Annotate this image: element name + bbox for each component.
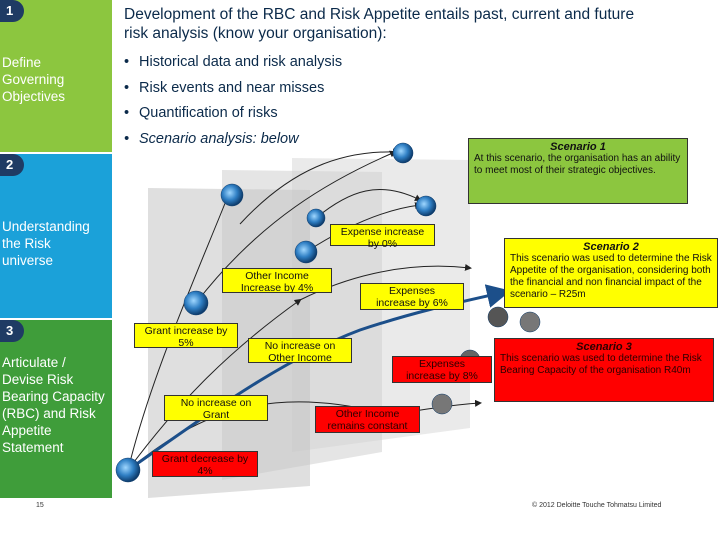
title-line-1: Development of the RBC and Risk Appetite… <box>124 6 635 23</box>
label-line: Expenses <box>388 285 436 297</box>
bullet-item: Risk events and near misses <box>124 76 342 102</box>
step-3-badge: 3 <box>0 320 24 342</box>
label-line: increase by 8% <box>406 370 478 382</box>
label-other-income-increase-4: Other Income Increase by 4% <box>222 268 332 294</box>
globe-icons <box>115 142 541 483</box>
label-grant-increase-5: Grant increase by 5% <box>134 323 238 349</box>
label-no-increase-grant: No increase on Grant <box>164 395 268 421</box>
globe-icon <box>392 142 414 164</box>
section-2-text: Understanding the Risk universe <box>2 218 90 269</box>
label-line: Grant <box>202 409 230 421</box>
step-2-badge: 2 <box>0 154 24 176</box>
label-line: No increase on <box>264 340 336 352</box>
scenario-3-box: Scenario 3 This scenario was used to det… <box>494 338 714 402</box>
label-line: Grant decrease by <box>161 453 249 465</box>
section-1-text: Define Governing Objectives <box>2 54 65 105</box>
section-1-line: Governing <box>2 72 65 87</box>
label-line: Increase by 4% <box>240 282 314 294</box>
bullet-item: Quantification of risks <box>124 101 342 127</box>
label-line: Expense increase <box>340 226 425 238</box>
sidebar-section-3: 3 Articulate / Devise Risk Bearing Capac… <box>0 320 112 498</box>
section-3-text: Articulate / Devise Risk Bearing Capacit… <box>2 354 105 456</box>
label-no-increase-other-income: No increase on Other Income <box>248 338 352 364</box>
section-3-line: (RBC) and Risk <box>2 406 96 421</box>
globe-icon <box>115 457 141 483</box>
label-expenses-increase-6: Expenses increase by 6% <box>360 283 464 310</box>
section-1-line: Objectives <box>2 89 66 104</box>
scenario-3-title: Scenario 3 <box>576 341 632 353</box>
label-grant-decrease-4: Grant decrease by 4% <box>152 451 258 477</box>
scenario-1-text: At this scenario, the organisation has a… <box>474 153 681 176</box>
bullet-item: Scenario analysis: below <box>124 127 342 153</box>
title-line-2: risk analysis (know your organisation): <box>124 25 387 42</box>
sidebar-section-1: 1 Define Governing Objectives <box>0 0 112 152</box>
globe-icon <box>519 311 541 333</box>
bullet-item: Historical data and risk analysis <box>124 50 342 76</box>
section-1-line: Define <box>2 55 42 70</box>
label-other-income-constant: Other Income remains constant <box>315 406 420 433</box>
section-3-line: Devise Risk <box>2 372 74 387</box>
label-line: 4% <box>197 465 213 477</box>
copyright-text: © 2012 Deloitte Touche Tohmatsu Limited <box>532 502 662 509</box>
label-line: Other Income <box>335 408 400 420</box>
globe-icon <box>294 240 318 264</box>
label-line: Grant increase by <box>144 325 228 337</box>
section-2-line: Understanding <box>2 219 90 234</box>
globe-icon <box>183 290 209 316</box>
scenario-3-text: This scenario was used to determine the … <box>500 353 702 376</box>
sidebar-section-2: 2 Understanding the Risk universe <box>0 154 112 318</box>
label-line: 5% <box>178 337 194 349</box>
section-3-line: Bearing Capacity <box>2 389 105 404</box>
label-line: Other Income <box>245 270 309 282</box>
scenario-2-title: Scenario 2 <box>583 241 639 253</box>
label-line: Expenses <box>418 358 466 370</box>
globe-icon <box>415 195 437 217</box>
bullet-list: Historical data and risk analysis Risk e… <box>124 50 342 152</box>
step-1-badge: 1 <box>0 0 24 22</box>
label-line: Other Income <box>268 352 332 364</box>
label-line: remains constant <box>327 420 408 432</box>
label-line: increase by 6% <box>376 297 448 309</box>
page-number: 15 <box>36 502 44 509</box>
scenario-1-box: Scenario 1 At this scenario, the organis… <box>468 138 688 204</box>
scenario-2-text: This scenario was used to determine the … <box>510 253 712 300</box>
section-3-line: Articulate / <box>2 355 66 370</box>
page-title: Development of the RBC and Risk Appetite… <box>124 5 684 43</box>
section-3-line: Appetite <box>2 423 52 438</box>
scenario-1-title: Scenario 1 <box>550 141 606 153</box>
label-line: by 0% <box>367 238 398 250</box>
section-2-line: universe <box>2 253 54 268</box>
label-expenses-increase-8: Expenses increase by 8% <box>392 356 492 383</box>
section-2-line: the Risk <box>2 236 51 251</box>
globe-icon <box>220 183 244 207</box>
globe-icon <box>487 306 509 328</box>
section-3-line: Statement <box>2 440 64 455</box>
scenario-2-box: Scenario 2 This scenario was used to det… <box>504 238 718 308</box>
label-line: No increase on <box>180 397 252 409</box>
label-expense-increase-0: Expense increase by 0% <box>330 224 435 250</box>
globe-icon <box>431 393 453 415</box>
globe-icon <box>306 208 326 228</box>
